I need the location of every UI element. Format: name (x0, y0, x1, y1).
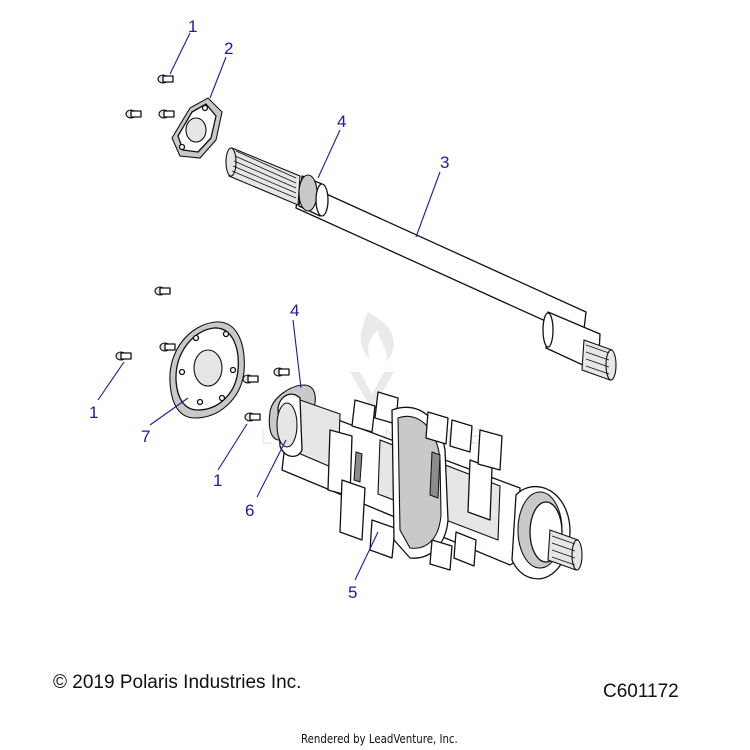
bolt-lower-f (244, 412, 261, 422)
bolt-top-c (158, 109, 175, 119)
bolt-lower-c (159, 342, 176, 352)
bolt-lower-d (242, 374, 259, 384)
callout-6: 6 (245, 501, 254, 520)
callout-1-left: 1 (89, 403, 98, 422)
bolt-lower-e (273, 367, 290, 377)
bolt-top-a (157, 74, 174, 84)
copyright-notice: © 2019 Polaris Industries Inc. (53, 672, 302, 693)
callout-5: 5 (348, 583, 357, 602)
diagram-code: C601172 (603, 681, 679, 702)
bolt-lower-a (154, 286, 171, 296)
callout-1-mid: 1 (213, 471, 222, 490)
callout-2: 2 (224, 39, 233, 58)
callout-3: 3 (440, 153, 449, 172)
part-flange-plate (169, 321, 245, 419)
leader-lines (97, 32, 441, 581)
rendered-by-credit: Rendered by LeadVenture, Inc. (301, 732, 458, 746)
bolt-top-b (125, 109, 142, 119)
bolt-lower-b (115, 351, 132, 361)
part-gearcase (276, 391, 583, 580)
callout-1-top: 1 (188, 17, 197, 36)
part-gasket-top (171, 97, 223, 159)
callout-7: 7 (141, 427, 150, 446)
part-shaft (225, 147, 617, 381)
callout-4-top: 4 (337, 112, 346, 131)
callout-4-lower: 4 (290, 301, 299, 320)
